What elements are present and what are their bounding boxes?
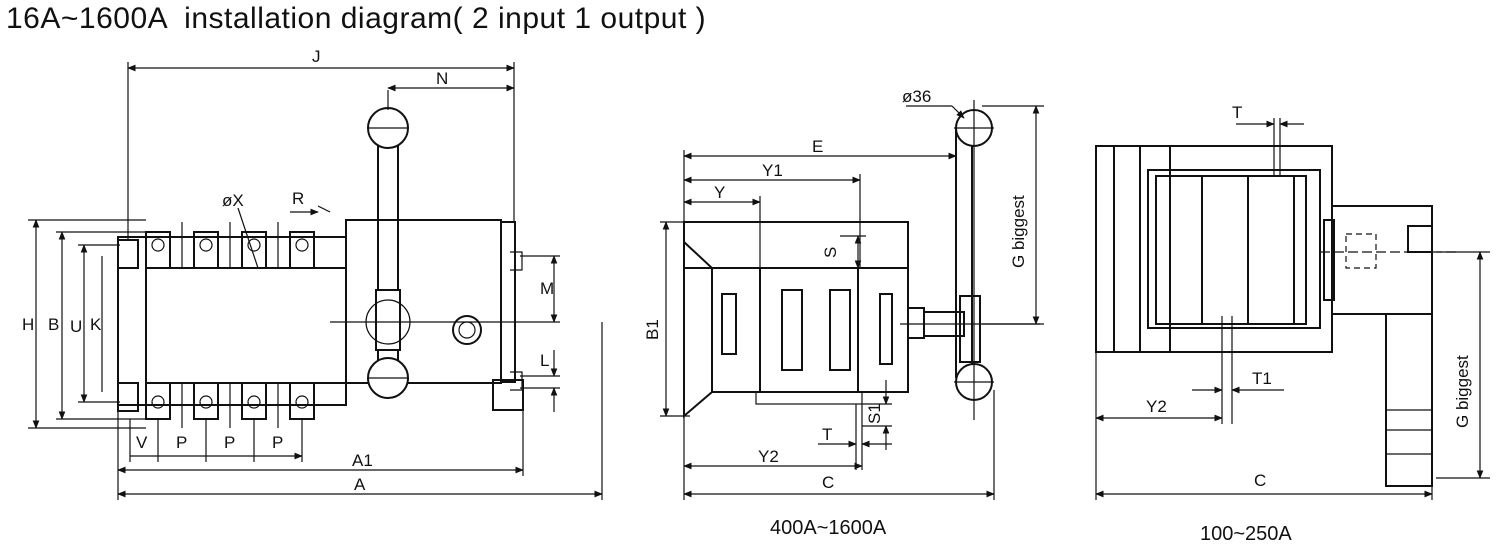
dim-g-large: G biggest (1009, 195, 1028, 268)
dim-m: M (540, 279, 554, 298)
dim-j: J (312, 47, 321, 66)
dim-b1: B1 (643, 319, 662, 340)
dim-s1: S1 (865, 403, 884, 424)
dim-t-large: T (822, 425, 832, 444)
side-view-400-1600: ø36 E Y1 Y S G biggest B1 S1 T Y2 C 400A… (643, 87, 1044, 539)
dim-l: L (540, 351, 549, 370)
dim-t1-small: T1 (1252, 369, 1272, 388)
caption-100-250: 100~250A (1200, 523, 1292, 545)
dim-p1: P (176, 433, 187, 452)
dim-c-large: C (822, 473, 834, 492)
dim-p2: P (224, 433, 235, 452)
dim-g-small: G biggest (1453, 355, 1472, 428)
dim-x: øX (222, 191, 244, 210)
diagram-title: 16A~1600A installation diagram( 2 input … (6, 2, 707, 35)
dim-n: N (436, 69, 448, 88)
dim-e: E (812, 137, 823, 156)
dim-y1: Y1 (762, 161, 783, 180)
dim-c-small: C (1254, 471, 1266, 490)
terminals-top (117, 222, 315, 269)
dim-y2-large: Y2 (758, 447, 779, 466)
dim-b: B (48, 315, 59, 334)
side-view-100-250: T T1 Y2 C G biggest 100~250A (1095, 103, 1490, 545)
dim-r: R (292, 189, 304, 208)
dim-k: K (90, 315, 102, 334)
caption-400-1600: 400A~1600A (770, 517, 887, 539)
dim-a: A (354, 475, 366, 494)
dim-s: S (821, 247, 840, 258)
dim-phi36: ø36 (902, 87, 931, 106)
dim-y2-small: Y2 (1146, 397, 1167, 416)
dim-v: V (136, 433, 148, 452)
dim-p3: P (272, 433, 283, 452)
dim-a1: A1 (352, 451, 373, 470)
dim-u: U (70, 317, 82, 336)
dim-h: H (22, 315, 34, 334)
dim-t-small: T (1232, 103, 1242, 122)
dim-y: Y (714, 183, 725, 202)
front-view: J N R øX H B U K M L V P P P A1 A (22, 47, 603, 500)
